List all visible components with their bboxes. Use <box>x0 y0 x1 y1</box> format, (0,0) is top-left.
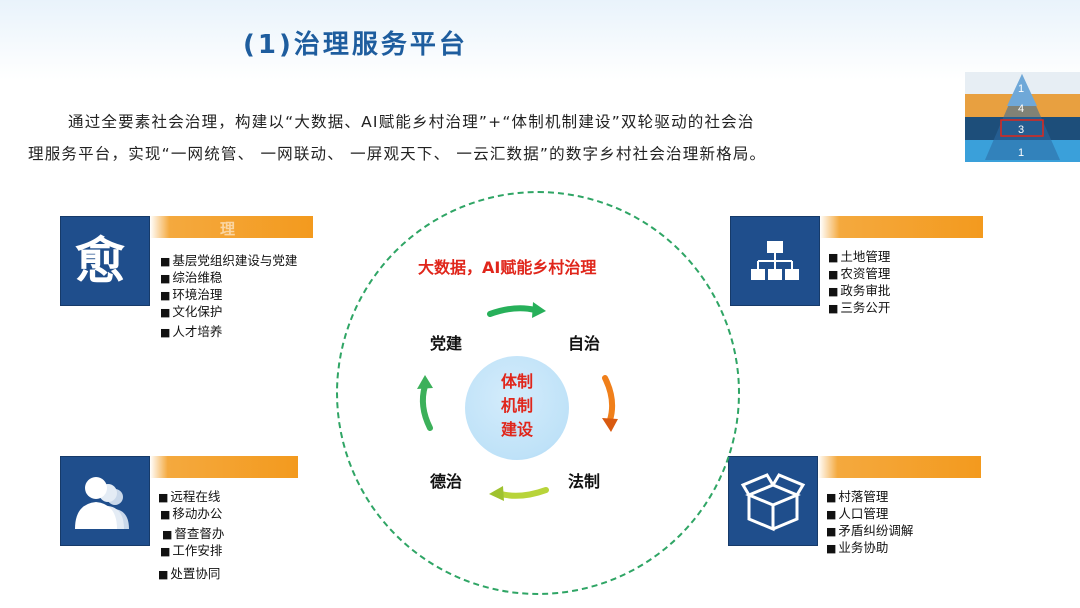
list-item: 三务公开 <box>828 300 890 317</box>
governance-glyph-icon: 愈 <box>75 232 125 290</box>
hub-line-3: 建设 <box>500 420 533 439</box>
card-bottom-right-header <box>818 456 981 478</box>
card-bottom-right-list: 村落管理 人口管理 矛盾纠纷调解 业务协助 <box>826 489 913 557</box>
node-self-governance: 自治 <box>568 334 601 353</box>
list-item: 处置协同 <box>158 566 224 583</box>
card-top-right-icon-box <box>730 216 820 306</box>
list-item: 人才培养 <box>160 324 297 341</box>
list-item: 政务审批 <box>828 283 890 300</box>
pyramid-highlight-box <box>1000 119 1044 137</box>
dashed-circle <box>336 191 740 595</box>
list-item: 远程在线 <box>158 489 224 506</box>
card-top-left-header-text: 理 <box>220 220 236 238</box>
user-group-icon <box>75 477 129 529</box>
list-item: 农资管理 <box>828 266 890 283</box>
open-box-icon <box>740 473 806 532</box>
intro-paragraph: 通过全要素社会治理，构建以“大数据、AI赋能乡村治理”+“体制机制建设”双轮驱动… <box>28 106 940 170</box>
card-top-left-header: 理 <box>150 216 313 238</box>
cycle-caption: 大数据，AI赋能乡村治理 <box>418 258 597 277</box>
list-item: 矛盾纠纷调解 <box>826 523 913 540</box>
pyramid-top <box>1007 74 1037 106</box>
list-item: 环境治理 <box>160 287 297 304</box>
intro-line-1: 通过全要素社会治理，构建以“大数据、AI赋能乡村治理”+“体制机制建设”双轮驱动… <box>68 113 755 131</box>
card-bottom-left-icon-box <box>60 456 150 546</box>
card-top-left-icon-box: 愈 <box>60 216 150 306</box>
pyramid-level-1-top: 1 <box>1018 83 1024 95</box>
list-item: 基层党组织建设与党建 <box>160 253 297 270</box>
pyramid-level-3: 3 <box>1018 124 1024 136</box>
page-title: (1)治理服务平台 <box>243 30 468 60</box>
hub-line-1: 体制 <box>500 372 533 391</box>
list-item: 综治维稳 <box>160 270 297 287</box>
card-bottom-right-icon-box <box>728 456 818 546</box>
card-bottom-left-header <box>150 456 298 478</box>
list-item: 督查督办 <box>162 526 224 543</box>
pyramid-level-4: 4 <box>1018 103 1024 115</box>
pyramid-shape <box>985 74 1060 160</box>
center-hub: 体制 机制 建设 <box>465 356 569 460</box>
list-item: 工作安排 <box>160 543 224 560</box>
node-rule-of-law: 法制 <box>568 472 601 491</box>
intro-line-2: 理服务平台，实现“一网统管、 一网联动、 一屏观天下、 一云汇数据”的数字乡村社… <box>28 145 767 163</box>
pyramid-level-1-bottom: 1 <box>1018 147 1024 159</box>
node-party-building: 党建 <box>430 334 463 353</box>
list-item: 文化保护 <box>160 304 297 321</box>
pyramid-thumbnail[interactable]: 1 4 3 1 <box>965 72 1080 162</box>
header-band <box>0 0 1080 80</box>
list-item: 土地管理 <box>828 249 890 266</box>
list-item: 村落管理 <box>826 489 913 506</box>
hub-text: 体制 机制 建设 <box>465 370 569 442</box>
list-item: 移动办公 <box>160 506 224 523</box>
node-moral-governance: 德治 <box>430 472 463 491</box>
list-item: 人口管理 <box>826 506 913 523</box>
card-bottom-left-list: 远程在线 移动办公 督查督办 工作安排 处置协同 <box>158 489 224 583</box>
card-top-left-list: 基层党组织建设与党建 综治维稳 环境治理 文化保护 人才培养 <box>160 253 297 341</box>
list-item: 业务协助 <box>826 540 913 557</box>
card-top-right-header <box>820 216 983 238</box>
org-chart-icon <box>751 241 799 280</box>
hub-line-2: 机制 <box>500 396 533 415</box>
card-top-right-list: 土地管理 农资管理 政务审批 三务公开 <box>828 249 890 317</box>
